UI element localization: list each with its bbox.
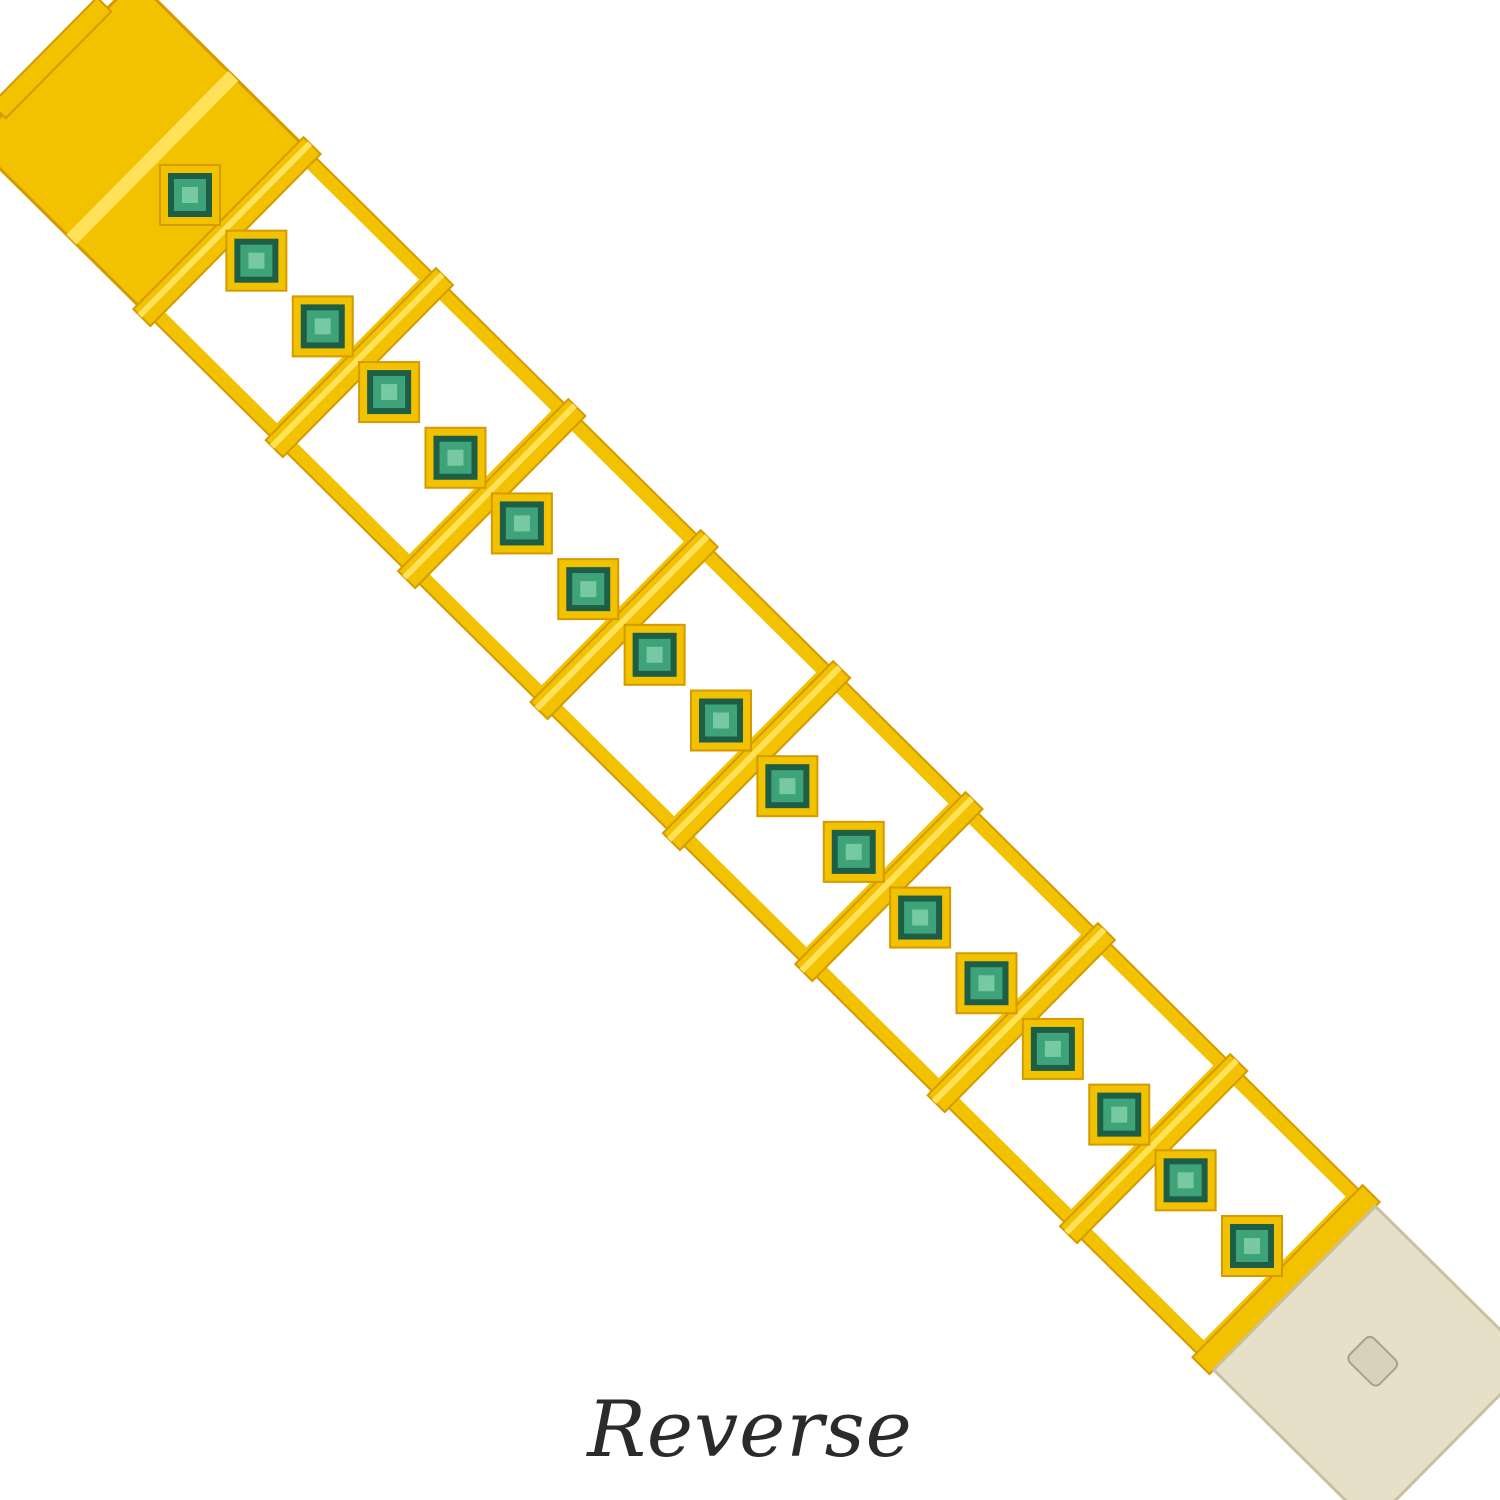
clasp-highlight — [66, 71, 239, 245]
hinge-highlight — [799, 796, 975, 973]
hinge-highlight — [137, 141, 313, 318]
hinge-highlight — [402, 403, 577, 580]
hinge-highlight — [269, 272, 445, 449]
hinge-highlight — [1064, 1058, 1239, 1235]
stone-table — [845, 843, 862, 860]
stone-table — [580, 581, 597, 598]
hallmark-stamp — [1347, 1335, 1399, 1387]
hinge-highlight — [534, 534, 710, 711]
caption-reverse: Reverse — [587, 1385, 913, 1475]
stone-table — [978, 975, 995, 992]
clasp-tab — [0, 0, 113, 120]
stone-table — [447, 449, 464, 466]
stones — [159, 164, 1283, 1277]
stone-table — [646, 646, 663, 663]
hinge-highlight — [931, 927, 1107, 1104]
stone-table — [779, 778, 796, 795]
stone-table — [381, 384, 398, 401]
stone-table — [1111, 1106, 1128, 1123]
stone-table — [1177, 1172, 1194, 1189]
stone-table — [713, 712, 729, 729]
stone-table — [912, 909, 929, 926]
stone-table — [1044, 1040, 1061, 1057]
stone-table — [1244, 1238, 1260, 1254]
stone-table — [182, 187, 198, 203]
stone-table — [314, 318, 331, 335]
stone-table — [513, 515, 530, 532]
hinge-highlight — [667, 665, 842, 842]
stone-table — [248, 252, 265, 269]
